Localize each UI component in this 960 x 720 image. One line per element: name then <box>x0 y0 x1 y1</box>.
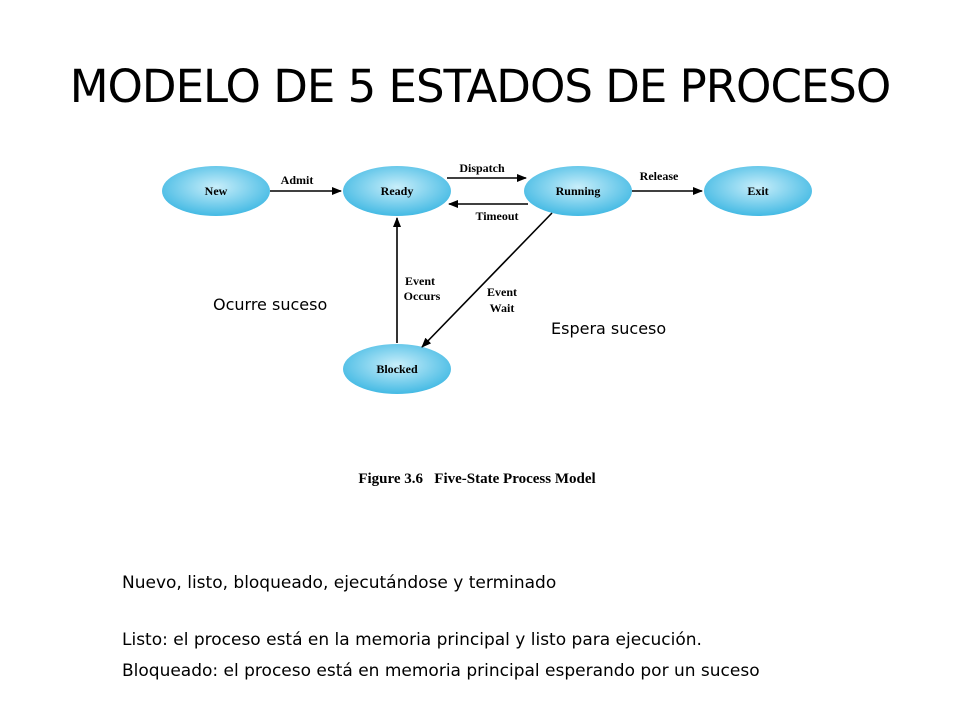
blocked-definition: Bloqueado: el proceso está en memoria pr… <box>122 661 760 681</box>
state-running: Running <box>524 166 632 216</box>
release-label: Release <box>640 169 679 183</box>
figure-caption: Figure 3.6 Five-State Process Model <box>358 471 595 487</box>
state-blocked-label: Blocked <box>376 362 418 376</box>
state-new: New <box>162 166 270 216</box>
state-exit: Exit <box>704 166 812 216</box>
dispatch-label: Dispatch <box>459 161 505 175</box>
slide-title: MODELO DE 5 ESTADOS DE PROCESO <box>69 60 892 113</box>
timeout-label: Timeout <box>475 209 518 223</box>
event-wait-label-line1: Event <box>487 285 517 299</box>
state-new-label: New <box>205 184 228 198</box>
annotation-ocurre-suceso: Ocurre suceso <box>213 295 328 314</box>
annotation-espera-suceso: Espera suceso <box>551 319 667 338</box>
state-exit-label: Exit <box>747 184 768 198</box>
ready-definition: Listo: el proceso está en la memoria pri… <box>122 630 702 650</box>
event-occurs-label-line2: Occurs <box>404 289 441 303</box>
state-running-label: Running <box>556 184 601 198</box>
state-blocked: Blocked <box>343 344 451 394</box>
event-wait-arrow <box>421 212 553 348</box>
states-list: Nuevo, listo, bloqueado, ejecutándose y … <box>122 573 557 593</box>
event-occurs-label-line1: Event <box>405 274 435 288</box>
state-ready: Ready <box>343 166 451 216</box>
event-wait-label-line2: Wait <box>490 301 515 315</box>
admit-label: Admit <box>281 173 314 187</box>
state-ready-label: Ready <box>381 184 414 198</box>
